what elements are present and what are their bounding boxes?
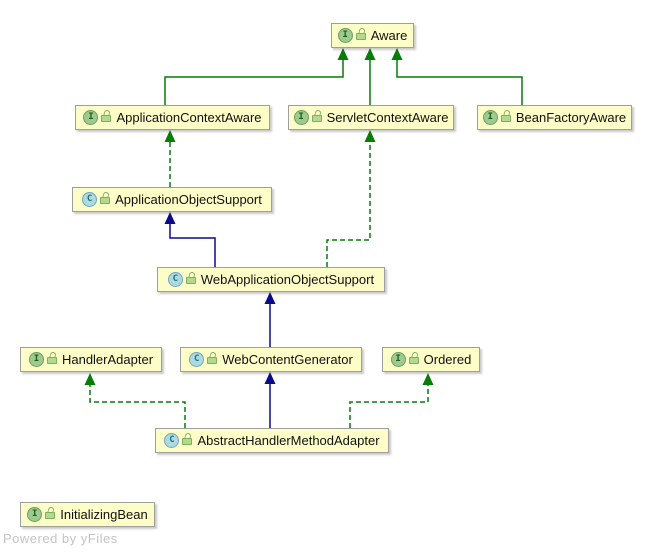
edge-abstracthandlermethodadapter-ordered (349, 384, 429, 428)
edge-beanfactoryaware-aware-arrowhead (391, 48, 403, 60)
edge-applicationcontextaware-aware (164, 59, 344, 105)
yfiles-watermark: Powered by yFiles (3, 531, 118, 546)
node-web-content-generator[interactable]: C WebContentGenerator (180, 347, 362, 372)
open-lock-icon (45, 510, 56, 519)
edge-abstracthandlermethodadapter-handleradapter (89, 384, 186, 428)
edge-webapplicationobjectsupport-applicationobjectsupport-arrowhead (164, 212, 176, 224)
node-label: ServletContextAware (326, 110, 449, 125)
open-lock-icon (408, 355, 419, 364)
open-lock-icon (355, 31, 366, 40)
class-icon: C (164, 433, 180, 448)
node-application-object-support[interactable]: C ApplicationObjectSupport (72, 187, 272, 212)
edge-beanfactoryaware-aware (396, 59, 523, 105)
open-lock-icon (100, 195, 111, 204)
open-lock-icon (46, 355, 57, 364)
interface-icon: I (27, 507, 43, 522)
edge-abstracthandlermethodadapter-ordered-arrowhead (422, 373, 434, 385)
edge-servletcontextaware-aware-arrowhead (364, 48, 376, 60)
node-label: BeanFactoryAware (515, 110, 627, 125)
node-label: WebContentGenerator (222, 352, 353, 367)
open-lock-icon (311, 113, 322, 122)
node-handler-adapter[interactable]: I HandlerAdapter (20, 347, 162, 372)
edge-webapplicationobjectsupport-servletcontextaware-arrowhead (364, 130, 376, 142)
edge-applicationobjectsupport-applicationcontextaware-arrowhead (164, 130, 176, 142)
node-aware[interactable]: I Aware (331, 23, 414, 48)
open-lock-icon (207, 355, 218, 364)
node-ordered[interactable]: I Ordered (382, 347, 480, 372)
node-web-application-object-support[interactable]: C WebApplicationObjectSupport (157, 267, 385, 292)
node-servlet-context-aware[interactable]: I ServletContextAware (288, 105, 454, 130)
open-lock-icon (185, 275, 196, 284)
node-label: Aware (370, 28, 408, 43)
node-label: AbstractHandlerMethodAdapter (197, 433, 380, 448)
node-label: ApplicationContextAware (116, 110, 262, 125)
class-icon: C (82, 192, 98, 207)
class-icon: C (189, 352, 205, 367)
node-label: InitializingBean (60, 507, 148, 522)
interface-icon: I (28, 352, 44, 367)
node-label: Ordered (423, 352, 472, 367)
edge-abstracthandlermethodadapter-handleradapter-arrowhead (84, 373, 96, 385)
interface-icon: I (337, 28, 353, 43)
node-initializing-bean[interactable]: I InitializingBean (20, 502, 155, 527)
node-label: HandlerAdapter (61, 352, 154, 367)
edge-webapplicationobjectsupport-applicationobjectsupport (169, 223, 216, 267)
node-bean-factory-aware[interactable]: I BeanFactoryAware (477, 105, 632, 130)
edge-abstracthandlermethodadapter-webcontentgenerator-arrowhead (264, 372, 276, 384)
node-application-context-aware[interactable]: I ApplicationContextAware (75, 105, 270, 130)
class-icon: C (167, 272, 183, 287)
node-abstract-handler-method-adapter[interactable]: C AbstractHandlerMethodAdapter (155, 428, 389, 453)
node-label: WebApplicationObjectSupport (200, 272, 375, 287)
interface-icon: I (293, 110, 309, 125)
interface-icon: I (83, 110, 99, 125)
open-lock-icon (182, 436, 193, 445)
edge-webapplicationobjectsupport-servletcontextaware (326, 141, 371, 267)
open-lock-icon (500, 113, 511, 122)
open-lock-icon (101, 113, 112, 122)
edge-applicationcontextaware-aware-arrowhead (337, 48, 349, 60)
interface-icon: I (482, 110, 498, 125)
edge-webcontentgenerator-webapplicationobjectsupport-arrowhead (264, 292, 276, 304)
node-label: ApplicationObjectSupport (115, 192, 262, 207)
interface-icon: I (390, 352, 406, 367)
